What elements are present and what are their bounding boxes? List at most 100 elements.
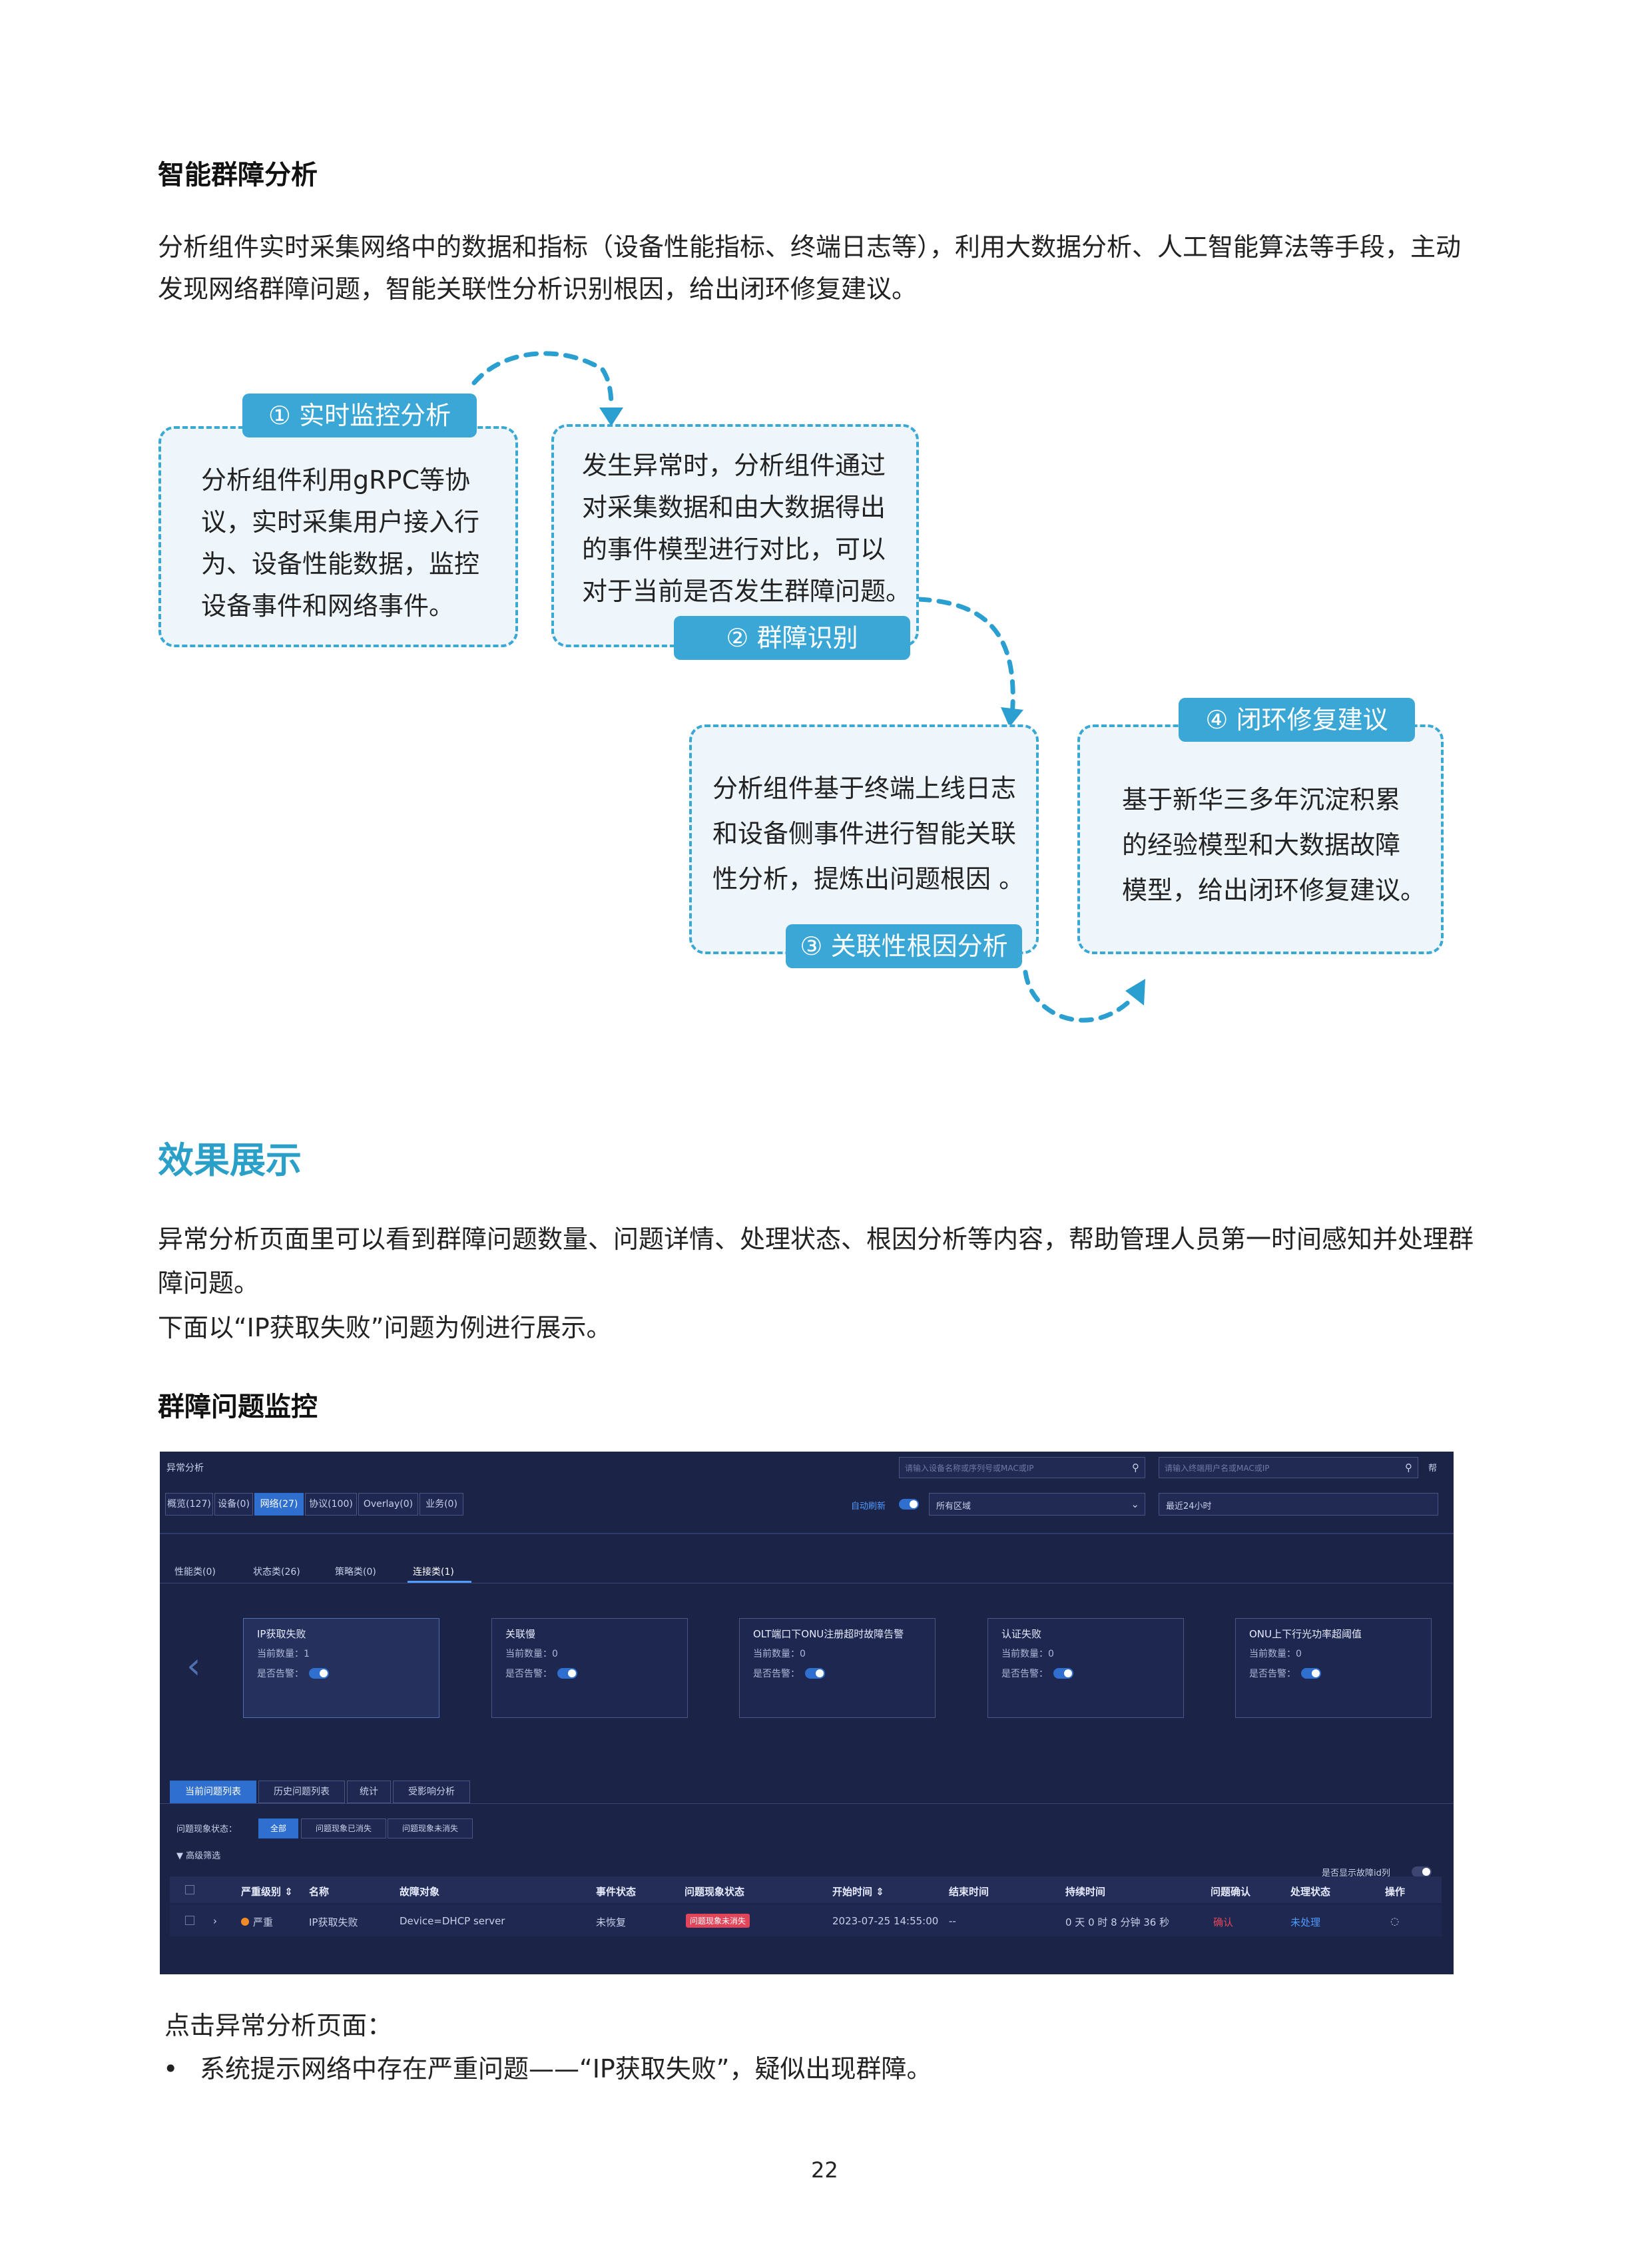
step3-card <box>689 724 1039 954</box>
step2-line: 对采集数据和由大数据得出 <box>582 493 886 522</box>
row-phenomenon-badge: 问题现象未消失 <box>686 1914 750 1928</box>
step4-line: 的经验模型和大数据故障 <box>1122 830 1401 860</box>
table-row[interactable] <box>170 1904 1442 1936</box>
row-operation-icon[interactable]: ◌ <box>1390 1915 1400 1927</box>
tab-business[interactable]: 业务(0) <box>419 1493 463 1516</box>
intro-line-1: 分析组件实时采集网络中的数据和指标（设备性能指标、终端日志等），利用大数据分析、… <box>158 232 1462 262</box>
step1-line: 分析组件利用gRPC等协 <box>201 465 470 495</box>
search-icon[interactable]: ⚲ <box>1132 1462 1139 1474</box>
select-all-checkbox[interactable] <box>185 1885 194 1894</box>
arrowhead-2 <box>1001 707 1023 727</box>
metric-card[interactable]: ONU上下行光功率超阈值 当前数量：0 是否告警： <box>1235 1618 1432 1718</box>
row-confirm-link[interactable]: 确认 <box>1213 1916 1234 1928</box>
card-title: 认证失败 <box>1001 1628 1042 1640</box>
bullet-dot: • <box>163 2054 178 2084</box>
terminal-search-input[interactable]: 请输入终端用户名或MAC或IP ⚲ <box>1159 1457 1418 1478</box>
search-icon[interactable]: ⚲ <box>1405 1462 1412 1474</box>
device-search-input[interactable]: 请输入设备名称或序列号或MAC或IP ⚲ <box>899 1457 1145 1478</box>
metric-card[interactable]: IP获取失败 当前数量：1 是否告警： <box>243 1618 439 1718</box>
step3-line: 分析组件基于终端上线日志 <box>712 774 1017 803</box>
tab-overlay[interactable]: Overlay(0) <box>358 1493 418 1516</box>
col-event-state: 事件状态 <box>596 1886 637 1898</box>
screen-title: 异常分析 <box>166 1463 204 1474</box>
subtab-status[interactable]: 状态类(26) <box>253 1567 300 1577</box>
step1-line: 为、设备性能数据，监控 <box>201 549 480 579</box>
effect-line-1: 异常分析页面里可以看到群障问题数量、问题详情、处理状态、根因分析等内容，帮助管理… <box>158 1225 1474 1254</box>
search-placeholder: 请输入设备名称或序列号或MAC或IP <box>905 1464 1034 1473</box>
card-title: ONU上下行光功率超阈值 <box>1249 1628 1362 1640</box>
effect-line-3: 下面以“IP获取失败”问题为例进行展示。 <box>158 1313 612 1342</box>
step3-text: 分析组件基于终端上线日志 和设备侧事件进行智能关联 性分析，提炼出问题根因 。 <box>712 766 1024 902</box>
filter-present[interactable]: 问题现象未消失 <box>388 1819 473 1838</box>
card-count: 当前数量：0 <box>505 1649 558 1659</box>
card-alarm-label: 是否告警： <box>753 1669 800 1679</box>
col-phenomenon: 问题现象状态 <box>685 1886 745 1898</box>
auto-refresh-label: 自动刷新 <box>851 1502 886 1512</box>
section-heading: 智能群障分析 <box>158 160 318 190</box>
tab-protocol[interactable]: 协议(100) <box>305 1493 357 1516</box>
alarm-toggle[interactable] <box>309 1668 329 1679</box>
show-id-toggle[interactable] <box>1412 1866 1432 1877</box>
section-title: 效果展示 <box>158 1139 302 1181</box>
active-subtab-indicator <box>408 1581 471 1583</box>
arrow-2-3 <box>916 597 1015 718</box>
step1-line: 议，实时采集用户接入行 <box>201 507 480 537</box>
row-handle-link[interactable]: 未处理 <box>1290 1916 1321 1928</box>
subtab-performance[interactable]: 性能类(0) <box>174 1567 216 1577</box>
step1-label: ① 实时监控分析 <box>242 394 477 437</box>
row-checkbox[interactable] <box>185 1916 194 1925</box>
step2-line: 对于当前是否发生群障问题。 <box>582 577 912 606</box>
filter-all[interactable]: 全部 <box>258 1819 298 1838</box>
anomaly-analysis-screenshot: 异常分析 请输入设备名称或序列号或MAC或IP ⚲ 请输入终端用户名或MAC或I… <box>160 1452 1454 1974</box>
tab-history-issues[interactable]: 历史问题列表 <box>258 1781 345 1803</box>
col-duration: 持续时间 <box>1065 1886 1106 1898</box>
region-select[interactable]: 所有区域 ⌄ <box>929 1493 1145 1516</box>
expand-chevron-icon[interactable]: › <box>213 1915 217 1927</box>
metric-card[interactable]: 关联慢 当前数量：0 是否告警： <box>491 1618 688 1718</box>
step2-label: ② 群障识别 <box>674 616 910 660</box>
help-link[interactable]: 帮 <box>1428 1464 1438 1474</box>
col-object: 故障对象 <box>400 1886 440 1898</box>
tab-overview[interactable]: 概览(127) <box>165 1493 213 1516</box>
row-name: IP获取失败 <box>309 1916 358 1928</box>
prev-arrow-icon[interactable]: ‹ <box>186 1645 201 1687</box>
tab-network[interactable]: 网络(27) <box>254 1493 304 1516</box>
divider <box>160 1533 1454 1534</box>
tab-impact-analysis[interactable]: 受影响分析 <box>393 1781 470 1803</box>
metric-card[interactable]: OLT端口下ONU注册超时故障告警 当前数量：0 是否告警： <box>739 1618 936 1718</box>
step3-label: ③ 关联性根因分析 <box>786 924 1022 968</box>
step2-card <box>551 424 919 647</box>
subtab-policy[interactable]: 策略类(0) <box>335 1567 376 1577</box>
filter-gone[interactable]: 问题现象已消失 <box>301 1819 386 1838</box>
alarm-toggle[interactable] <box>1053 1668 1073 1679</box>
alarm-toggle[interactable] <box>1301 1668 1321 1679</box>
row-object: Device=DHCP server <box>400 1915 505 1927</box>
arrow-1-2 <box>471 351 614 409</box>
alarm-toggle[interactable] <box>805 1668 825 1679</box>
tab-device[interactable]: 设备(0) <box>214 1493 253 1516</box>
alarm-toggle[interactable] <box>557 1668 577 1679</box>
step4-line: 模型，给出闭环修复建议。 <box>1122 876 1426 905</box>
timerange-select[interactable]: 最近24小时 <box>1159 1493 1438 1516</box>
tab-statistics[interactable]: 统计 <box>347 1781 391 1803</box>
intro-line-2: 发现网络群障问题，智能关联性分析识别根因，给出闭环修复建议。 <box>158 274 918 304</box>
col-severity[interactable]: 严重级别 ⇕ <box>241 1886 293 1898</box>
col-start[interactable]: 开始时间 ⇕ <box>832 1886 884 1898</box>
subtab-connection[interactable]: 连接类(1) <box>413 1567 454 1577</box>
col-name: 名称 <box>309 1886 330 1898</box>
metric-card[interactable]: 认证失败 当前数量：0 是否告警： <box>987 1618 1184 1718</box>
col-operation: 操作 <box>1385 1886 1406 1898</box>
step1-line: 设备事件和网络事件。 <box>201 591 455 621</box>
card-title: 关联慢 <box>505 1628 536 1640</box>
table-header <box>170 1876 1442 1903</box>
advanced-filter-toggle[interactable]: ▼ 高级筛选 <box>176 1851 221 1861</box>
row-start: 2023-07-25 14:55:00 <box>832 1915 939 1927</box>
card-alarm-label: 是否告警： <box>1001 1669 1048 1679</box>
step3-line: 性分析，提炼出问题根因 。 <box>712 864 1025 894</box>
card-alarm-label: 是否告警： <box>1249 1669 1296 1679</box>
step3-line: 和设备侧事件进行智能关联 <box>712 819 1017 848</box>
after-line: 点击异常分析页面： <box>164 2011 393 2040</box>
tab-current-issues[interactable]: 当前问题列表 <box>170 1781 256 1803</box>
auto-refresh-toggle[interactable] <box>899 1499 919 1510</box>
search-placeholder: 请输入终端用户名或MAC或IP <box>1165 1464 1270 1473</box>
